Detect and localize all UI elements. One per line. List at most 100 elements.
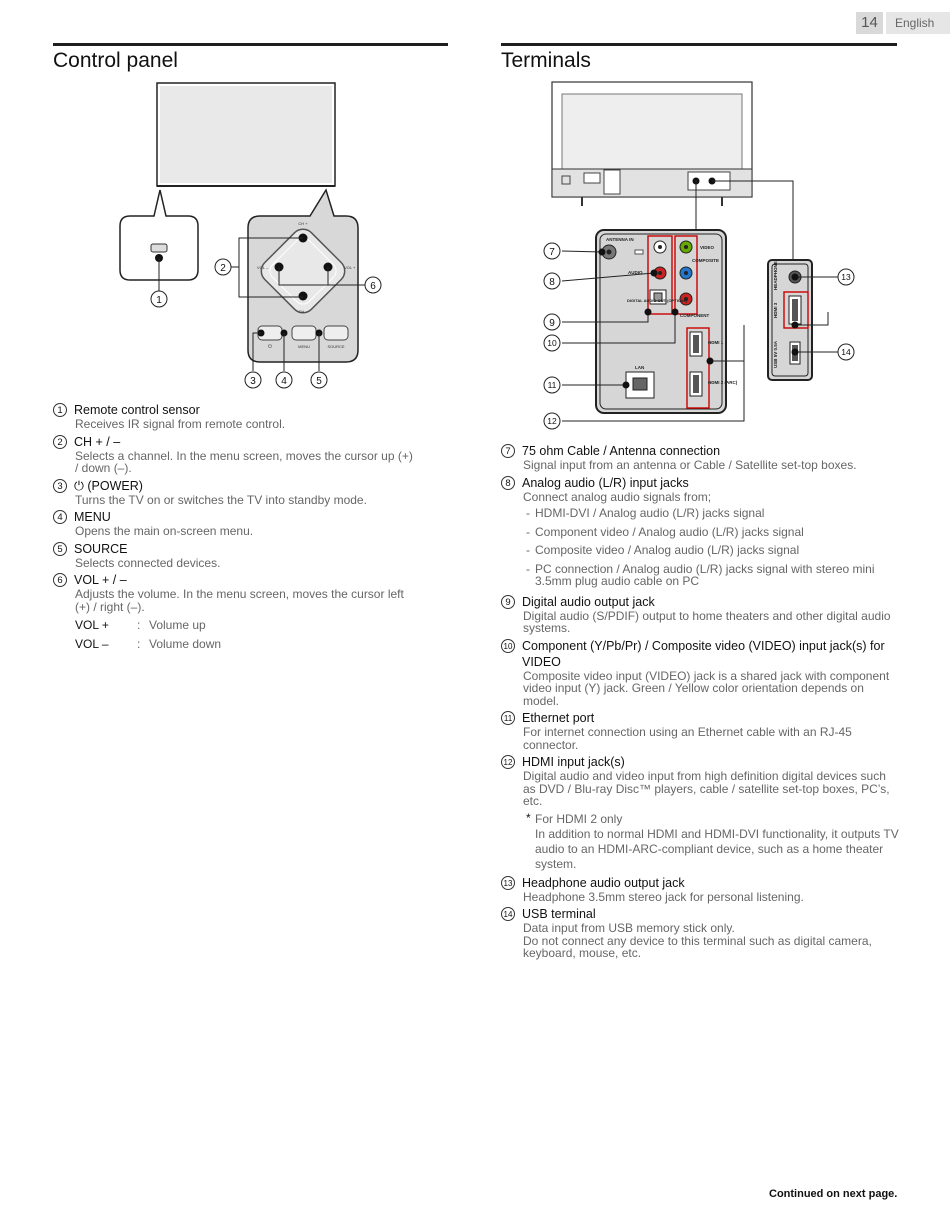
- terminals-diagram: ANTENNA IN AUDIO VIDEO COMPOSITE COMPONE…: [543, 81, 855, 430]
- svg-text:⏻: ⏻: [268, 344, 272, 350]
- ch-plus-label: CH +: [298, 221, 308, 226]
- item-number: 1: [53, 403, 67, 417]
- menu-label: MENU: [298, 344, 310, 349]
- page-number: 14: [856, 12, 883, 34]
- callout-7: 7: [549, 247, 555, 258]
- list-item: 5 SOURCE Selects connected devices.: [53, 541, 418, 570]
- terminals-list: 7 75 ohm Cable / Antenna connection Sign…: [501, 443, 901, 963]
- control-panel-list: 1 Remote control sensor Receives IR sign…: [53, 402, 418, 654]
- digital-audio-label: DIGITAL AUDIO OUT (OPTICAL): [627, 298, 688, 303]
- callout-5: 5: [316, 376, 322, 387]
- item-title: Component (Y/Pb/Pr) / Composite video (V…: [522, 638, 885, 669]
- vol-sep: :: [137, 618, 141, 632]
- callout-1: 1: [156, 295, 162, 306]
- item-title: SOURCE: [74, 541, 128, 556]
- item-title: Remote control sensor: [74, 403, 200, 417]
- source-label: SOURCE: [327, 344, 344, 349]
- terminals-section: Terminals: [501, 43, 897, 73]
- item-title: Digital audio output jack: [522, 594, 655, 609]
- item-title: VOL + / –: [74, 573, 127, 587]
- audio-label: AUDIO: [628, 270, 643, 275]
- list-item: 11 Ethernet port For internet connection…: [501, 710, 901, 751]
- item-desc: Headphone 3.5mm stereo jack for personal…: [523, 889, 804, 904]
- hdmi3-label: HDMI 3: [773, 302, 778, 318]
- vol-row: VOL +: Volume up: [53, 616, 418, 635]
- continued-note: Continued on next page.: [769, 1188, 898, 1200]
- list-item: 10 Component (Y/Pb/Pr) / Composite video…: [501, 638, 901, 708]
- section-rule: [501, 43, 897, 46]
- vol-row: VOL –: Volume down: [53, 635, 418, 654]
- section-heading-terminals: Terminals: [501, 49, 591, 72]
- item-number: 3: [53, 478, 67, 493]
- lan-label: LAN: [635, 365, 644, 370]
- item-number: 13: [501, 875, 515, 890]
- callout-2: 2: [220, 263, 226, 274]
- usb-label: USB 5V 0.5A: [773, 340, 778, 368]
- item-desc: Signal input from an antenna or Cable / …: [523, 458, 857, 472]
- item-number: 12: [501, 755, 515, 769]
- vol-key: VOL +: [75, 618, 109, 632]
- item-title: CH + / –: [74, 434, 121, 449]
- callout-6: 6: [370, 281, 376, 292]
- item-desc: Digital audio and video input from high …: [523, 769, 890, 808]
- list-item: 2 CH + / – Selects a channel. In the men…: [53, 434, 418, 475]
- vol-minus-label: VOL –: [257, 265, 269, 270]
- item-number: 11: [501, 711, 515, 725]
- video-label: VIDEO: [700, 245, 715, 250]
- callout-3: 3: [250, 376, 256, 387]
- bullet-item: -PC connection / Analog audio (L/R) jack…: [526, 561, 875, 588]
- item-title: Analog audio (L/R) input jacks: [522, 475, 689, 490]
- item-title: MENU: [74, 510, 111, 524]
- item-desc: Turns the TV on or switches the TV into …: [75, 492, 367, 507]
- hdmi2-label: HDMI 2 (ARC): [708, 380, 738, 385]
- item-title: 75 ohm Cable / Antenna connection: [522, 444, 721, 458]
- item-desc: Data input from USB memory stick only. D…: [523, 921, 872, 960]
- callout-13: 13: [841, 272, 851, 282]
- control-panel-section: Control panel: [53, 43, 448, 73]
- list-item: 14 USB terminal Data input from USB memo…: [501, 906, 901, 960]
- control-panel-diagram: CH + CH – VOL – VOL + ⏻ MENU SOURCE 1 2 …: [119, 82, 382, 389]
- list-item: 12 HDMI input jack(s) Digital audio and …: [501, 754, 901, 872]
- item-title: ⏻ (POWER): [74, 478, 143, 493]
- vol-key: VOL –: [75, 637, 109, 651]
- list-item: 9 Digital audio output jack Digital audi…: [501, 594, 901, 635]
- bullet-item: -HDMI-DVI / Analog audio (L/R) jacks sig…: [526, 506, 765, 520]
- item-desc: Digital audio (S/PDIF) output to home th…: [523, 608, 891, 635]
- item-desc: Selects a channel. In the menu screen, m…: [75, 448, 413, 475]
- vol-sep: :: [137, 637, 141, 651]
- composite-label: COMPOSITE: [692, 258, 719, 263]
- item-title: Ethernet port: [522, 711, 595, 725]
- item-number: 4: [53, 510, 67, 524]
- hdmi1-label: HDMI 1: [708, 340, 724, 345]
- list-item: 1 Remote control sensor Receives IR sign…: [53, 402, 418, 431]
- item-desc: Opens the main on-screen menu.: [75, 524, 254, 538]
- list-item: 8 Analog audio (L/R) input jacks Connect…: [501, 475, 901, 588]
- bullet-item: -Composite video / Analog audio (L/R) ja…: [526, 543, 800, 557]
- hdmi2-note: * For HDMI 2 only In addition to normal …: [526, 810, 899, 871]
- section-heading-control-panel: Control panel: [53, 49, 178, 72]
- language-tab: English: [886, 12, 950, 34]
- item-number: 5: [53, 541, 67, 556]
- ch-minus-label: CH –: [298, 309, 308, 314]
- item-number: 9: [501, 594, 515, 609]
- callout-12: 12: [547, 416, 557, 426]
- item-desc: Receives IR signal from remote control.: [75, 417, 286, 431]
- list-item: 3 ⏻ (POWER) Turns the TV on or switches …: [53, 478, 418, 507]
- callout-10: 10: [547, 338, 557, 348]
- item-number: 8: [501, 475, 515, 490]
- section-rule: [53, 43, 448, 46]
- item-desc: Adjusts the volume. In the menu screen, …: [75, 587, 404, 614]
- callout-8: 8: [549, 277, 555, 288]
- vol-value: Volume up: [149, 618, 206, 632]
- callout-9: 9: [549, 318, 555, 329]
- item-desc: Connect analog audio signals from;: [523, 489, 712, 504]
- item-number: 10: [501, 638, 515, 653]
- item-title: USB terminal: [522, 907, 596, 921]
- item-desc: Composite video input (VIDEO) jack is a …: [523, 668, 890, 708]
- vol-value: Volume down: [149, 637, 222, 651]
- antenna-in-label: ANTENNA IN: [606, 237, 634, 242]
- callout-11: 11: [548, 380, 557, 390]
- component-label: COMPONENT: [680, 313, 710, 318]
- vol-plus-label: VOL +: [344, 265, 356, 270]
- list-item: 13 Headphone audio output jack Headphone…: [501, 875, 901, 904]
